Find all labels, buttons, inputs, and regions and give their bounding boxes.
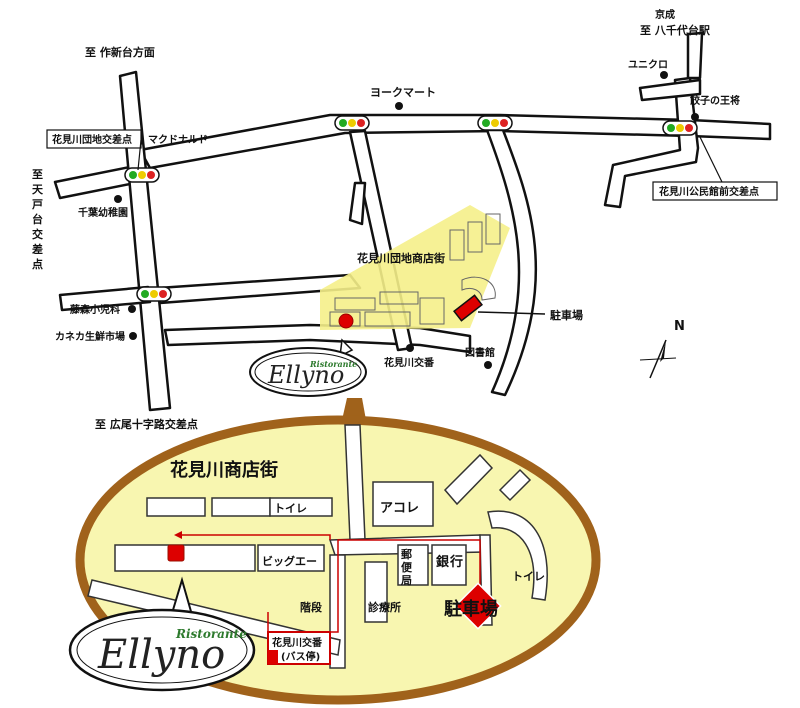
inset-stairs: 階段 <box>300 600 322 614</box>
shotengai-highlight <box>320 205 510 330</box>
label-kominkan: 花見川公民館前交差点 <box>659 185 759 198</box>
logo-small-ristorante: Ristorante <box>309 359 357 369</box>
parking-marker-top <box>453 294 483 322</box>
svg-text:郵: 郵 <box>401 547 412 561</box>
logo-large: Ellyno Ristorante <box>68 576 256 692</box>
parking-leader <box>477 311 546 315</box>
svg-text:差: 差 <box>32 242 43 256</box>
road-west-vertical <box>118 70 172 412</box>
inset-post-office: 郵 便 局 <box>400 547 413 587</box>
label-york: ヨークマート <box>370 86 436 99</box>
inset-toilet-top: トイレ <box>274 502 307 515</box>
road-uniqlo <box>638 78 702 102</box>
svg-text:銀: 銀 <box>436 554 449 570</box>
danchi-label-box <box>46 129 142 149</box>
logo-small-script: Ellyno <box>267 361 344 389</box>
traffic-light-1 <box>334 115 370 131</box>
bus-stop-box <box>267 631 331 665</box>
inset-acore: アコレ <box>380 501 419 516</box>
svg-text:行: 行 <box>449 554 463 570</box>
label-library: 図書館 <box>465 346 495 359</box>
label-kaneka: カネカ生鮮市場 <box>55 330 125 343</box>
traffic-light-2 <box>477 115 513 131</box>
inset-connector <box>342 398 366 420</box>
inset-bank: 銀 行 <box>436 554 463 570</box>
traffic-light-3 <box>662 120 698 136</box>
label-yachiyodai: 至 八千代台駅 <box>640 23 710 37</box>
traffic-light-4 <box>124 167 160 183</box>
inset-parking: 駐車場 <box>444 598 498 620</box>
label-keisei: 京成 <box>655 8 675 21</box>
compass-north: N <box>674 319 685 334</box>
label-gyoza: 餃子の王将 <box>689 94 740 107</box>
bus-stop-marker <box>268 650 278 664</box>
inset-title: 花見川商店街 <box>170 459 278 481</box>
svg-text:便: 便 <box>401 560 413 574</box>
svg-text:天: 天 <box>32 183 44 196</box>
inset-buildings <box>114 453 548 623</box>
inset-clinic: 診療所 <box>368 600 401 614</box>
kominkan-label-box <box>652 181 778 201</box>
landmark-dots <box>114 71 699 369</box>
restaurant-marker <box>338 313 354 329</box>
label-shotengai-top: 花見川団地商店街 <box>357 251 445 265</box>
svg-text:至: 至 <box>32 168 43 181</box>
logo-large-script: Ellyno <box>97 632 225 678</box>
road-mid-west <box>58 285 152 312</box>
inset-bus-stop-1: 花見川交番 <box>272 636 323 649</box>
label-chiba-kinder: 千葉幼稚園 <box>78 206 128 219</box>
label-tendai-vertical: 至 天 戸 台 交 差 点 <box>32 168 44 271</box>
inset-restaurant-marker <box>167 544 185 562</box>
svg-text:交: 交 <box>32 227 43 241</box>
svg-text:台: 台 <box>32 212 43 226</box>
inset-bus-stop-2: (バス停) <box>281 650 320 663</box>
inset-bigA: ビッグエー <box>262 554 317 568</box>
compass-icon: N <box>639 319 685 379</box>
logo-small: Ellyno Ristorante <box>249 338 367 397</box>
road-east-loop <box>603 76 700 209</box>
label-north-top: 至 作新台方面 <box>85 45 155 59</box>
inset-route-arrow <box>178 534 331 632</box>
label-fujimori: 藤森小児科 <box>70 303 120 316</box>
label-uniqlo: ユニクロ <box>628 59 668 71</box>
traffic-light-group <box>124 115 698 302</box>
label-danchi: 花見川団地交差点 <box>52 133 132 146</box>
road-main-ew <box>138 113 772 170</box>
label-hiroo: 至 広尾十字路交差点 <box>95 417 198 431</box>
inset-toilet-right: トイレ <box>512 570 545 583</box>
svg-text:点: 点 <box>32 257 43 271</box>
label-parking-top: 駐車場 <box>550 308 583 322</box>
svg-text:戸: 戸 <box>32 198 43 211</box>
road-north-east <box>686 31 704 80</box>
road-east-curve <box>485 128 538 397</box>
label-mcd: マクドナルド <box>148 134 208 146</box>
inset-parking-marker <box>454 582 502 630</box>
label-koban-top: 花見川交番 <box>384 356 435 369</box>
traffic-light-5 <box>136 286 172 302</box>
logo-large-ristorante: Ristorante <box>175 627 247 641</box>
svg-text:局: 局 <box>400 574 412 587</box>
road-york-diag <box>348 181 367 226</box>
